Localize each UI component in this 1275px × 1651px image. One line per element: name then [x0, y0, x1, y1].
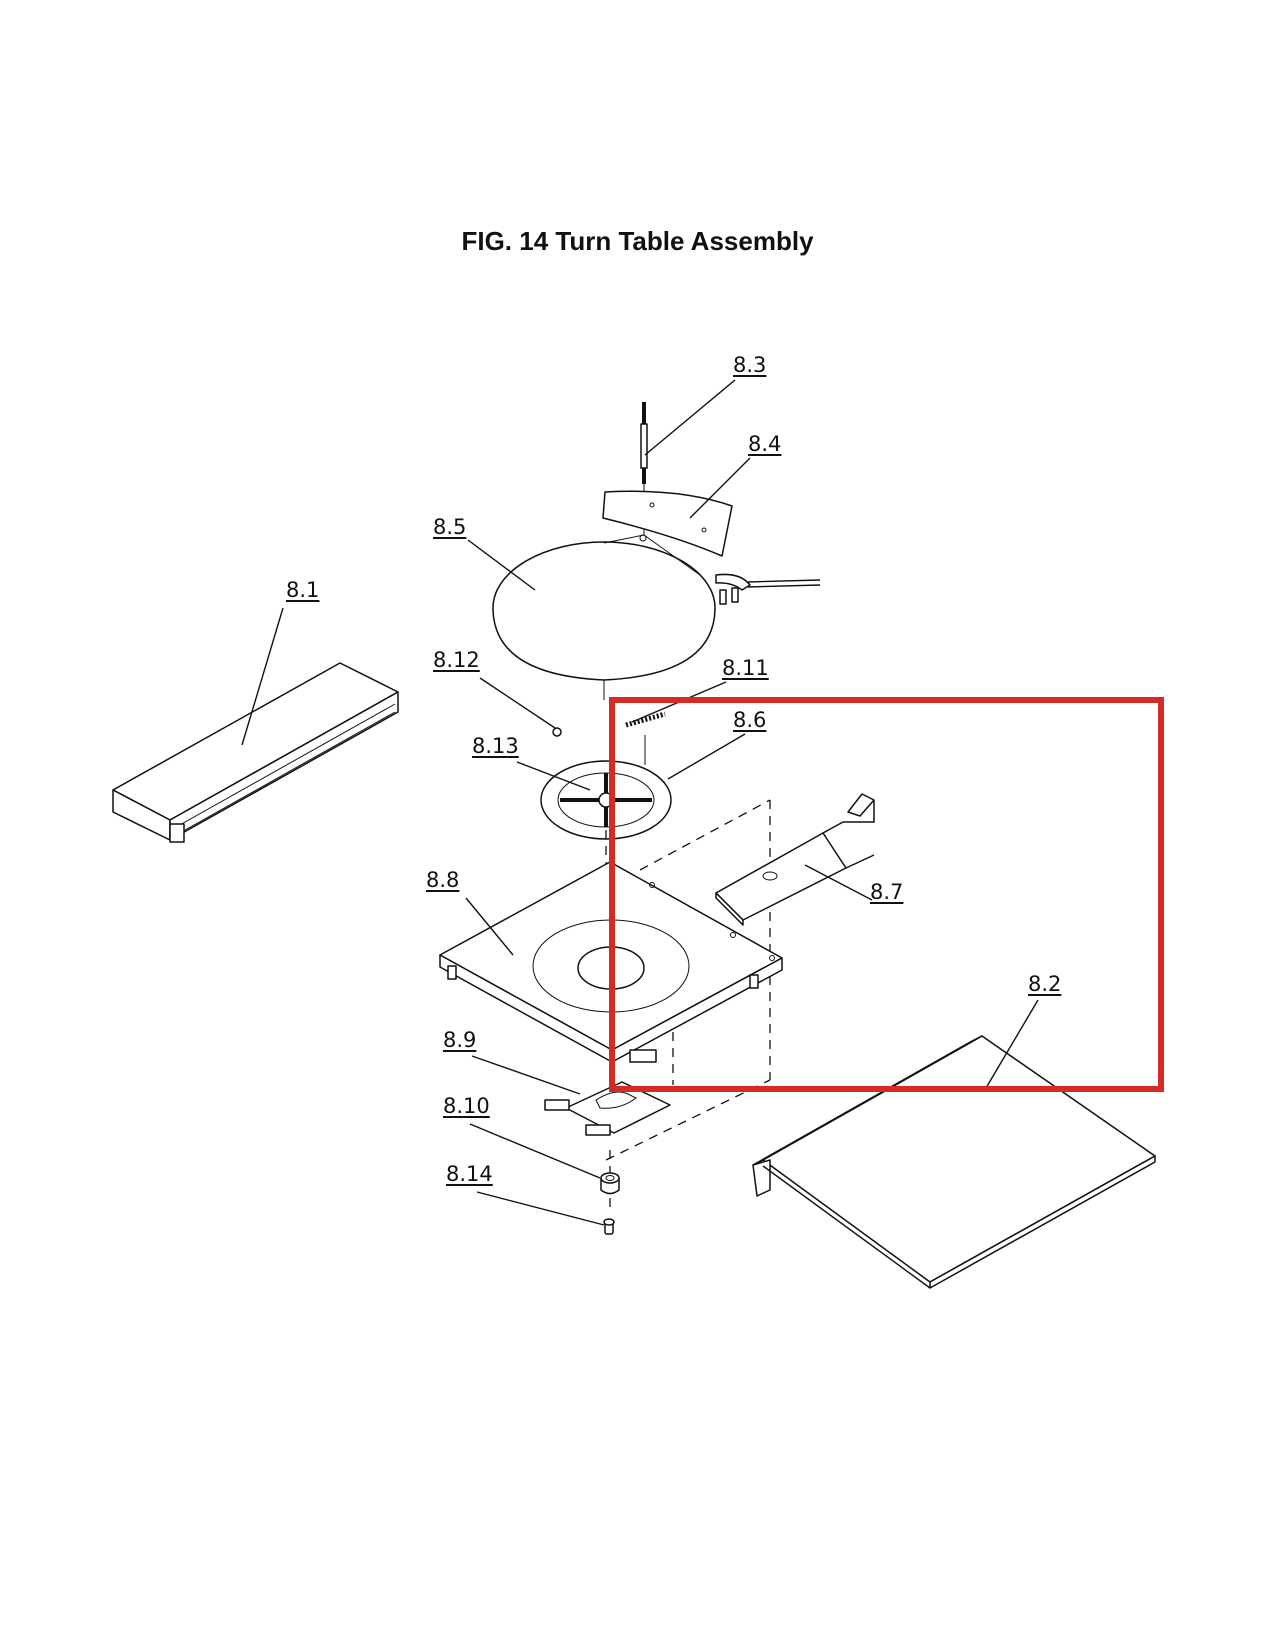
callout-8-12: 8.12 [433, 648, 480, 672]
callout-8-10: 8.10 [443, 1094, 490, 1118]
callout-8-8: 8.8 [426, 868, 460, 892]
part-nut-8-10 [600, 1172, 620, 1195]
part-slide-8-9 [544, 1062, 671, 1136]
part-plate-8-5 [492, 534, 821, 700]
part-spring-8-11 [625, 711, 666, 765]
part-bearing-ring-8-13 [540, 760, 672, 840]
callout-8-5: 8.5 [433, 515, 467, 539]
callout-8-13: 8.13 [472, 734, 519, 758]
part-cover-8-2 [752, 1035, 1156, 1289]
part-ball-8-12 [552, 727, 562, 737]
callout-8-1: 8.1 [286, 578, 320, 602]
callout-8-6: 8.6 [733, 708, 767, 732]
callout-8-11: 8.11 [722, 656, 769, 680]
leader-lines [241, 379, 1039, 1226]
figure-title: FIG. 14 Turn Table Assembly [461, 226, 814, 256]
highlight-box [609, 697, 1164, 1092]
part-bar-8-7 [715, 793, 875, 926]
part-screw-8-14 [603, 1218, 615, 1235]
callout-8-2: 8.2 [1028, 972, 1062, 996]
callout-8-9: 8.9 [443, 1028, 477, 1052]
part-rail-8-1 [112, 662, 399, 843]
callout-8-7: 8.7 [870, 880, 904, 904]
callout-8-3: 8.3 [733, 353, 767, 377]
callout-8-4: 8.4 [748, 432, 782, 456]
callout-8-14: 8.14 [446, 1162, 493, 1186]
